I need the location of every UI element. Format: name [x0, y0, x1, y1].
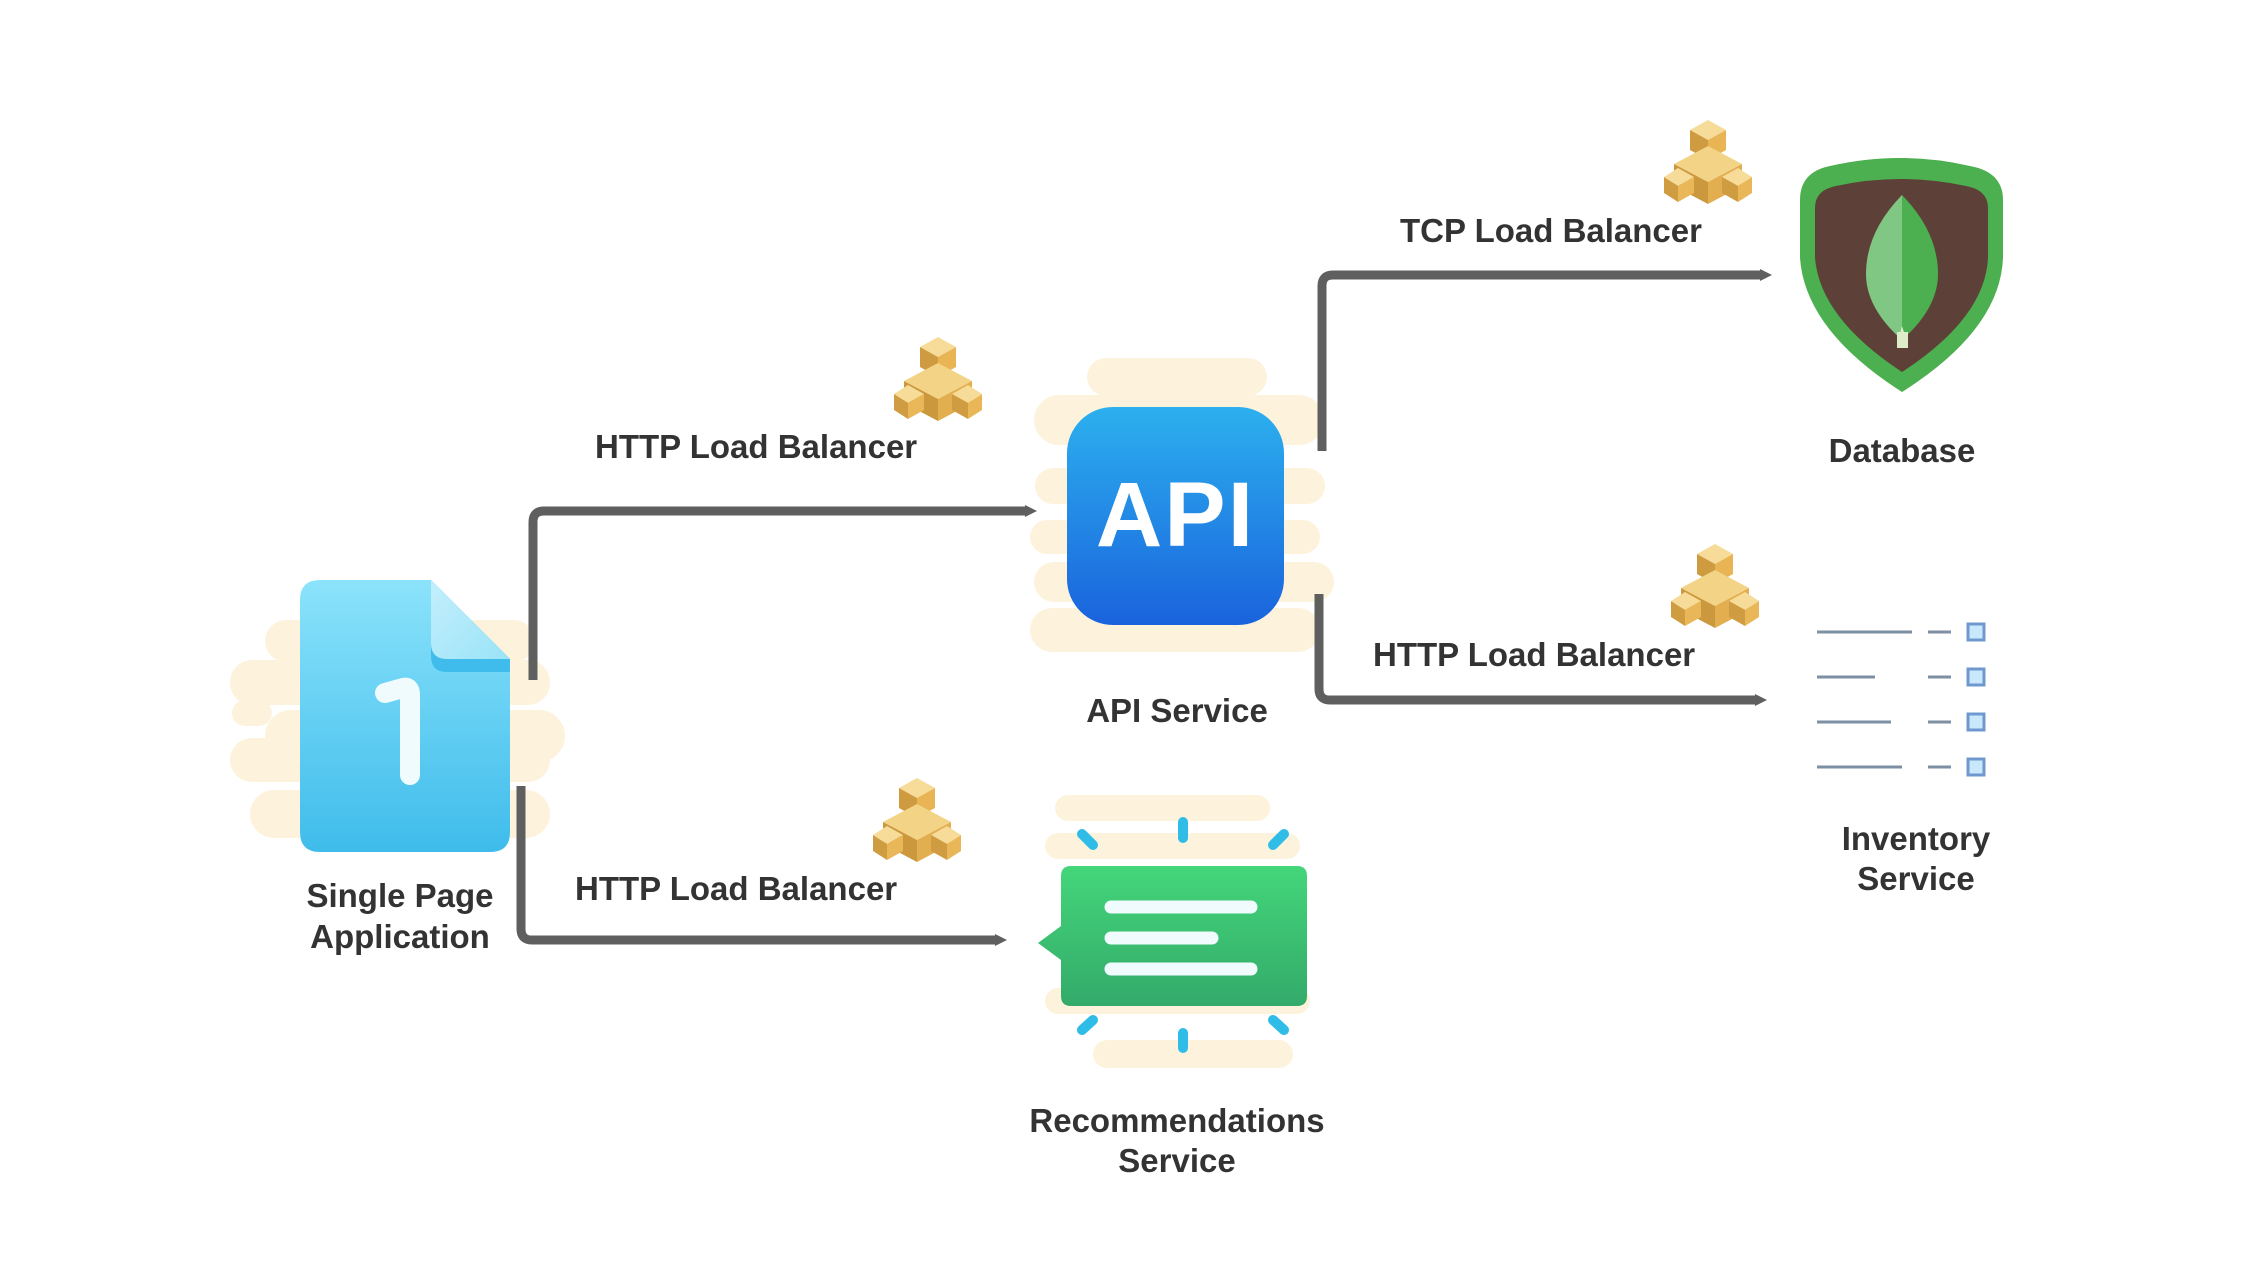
node-label-api: API Service [1086, 692, 1268, 729]
edge-label-spa-api: HTTP Load Balancer [595, 428, 918, 465]
node-label-inventory-line1: Inventory [1841, 820, 1991, 857]
load-balancer-cubes-icon [1664, 120, 1752, 204]
edge-spa-to-api [528, 505, 1037, 680]
load-balancer-cubes-icon [894, 337, 982, 421]
edge-api-to-database [1317, 269, 1772, 451]
node-label-spa-line1: Single Page [306, 877, 494, 914]
edge-spa-to-recommendations [516, 786, 1007, 946]
edge-api-to-inventory [1314, 594, 1767, 706]
node-label-database: Database [1828, 432, 1976, 469]
node-label-recommendations-line2: Service [1118, 1142, 1236, 1179]
node-label-recommendations-line1: Recommendations [1029, 1102, 1325, 1139]
checklist-icon [1817, 622, 1986, 777]
load-balancer-cubes-icon [1671, 544, 1759, 628]
load-balancer-cubes-icon [873, 778, 961, 862]
edge-label-api-inventory: HTTP Load Balancer [1373, 636, 1696, 673]
node-label-spa-line2: Application [310, 918, 490, 955]
api-icon-glyph: API [1095, 464, 1256, 566]
recommendations-cloud-background [1045, 795, 1310, 1068]
node-label-inventory-line2: Service [1857, 860, 1975, 897]
edge-label-api-database: TCP Load Balancer [1400, 212, 1702, 249]
edge-label-spa-recommendations: HTTP Load Balancer [575, 870, 898, 907]
document-one-icon [300, 580, 510, 852]
mongodb-leaf-shield-icon [1800, 158, 2003, 392]
message-bubble-icon [1038, 817, 1307, 1053]
api-icon [1067, 407, 1284, 625]
